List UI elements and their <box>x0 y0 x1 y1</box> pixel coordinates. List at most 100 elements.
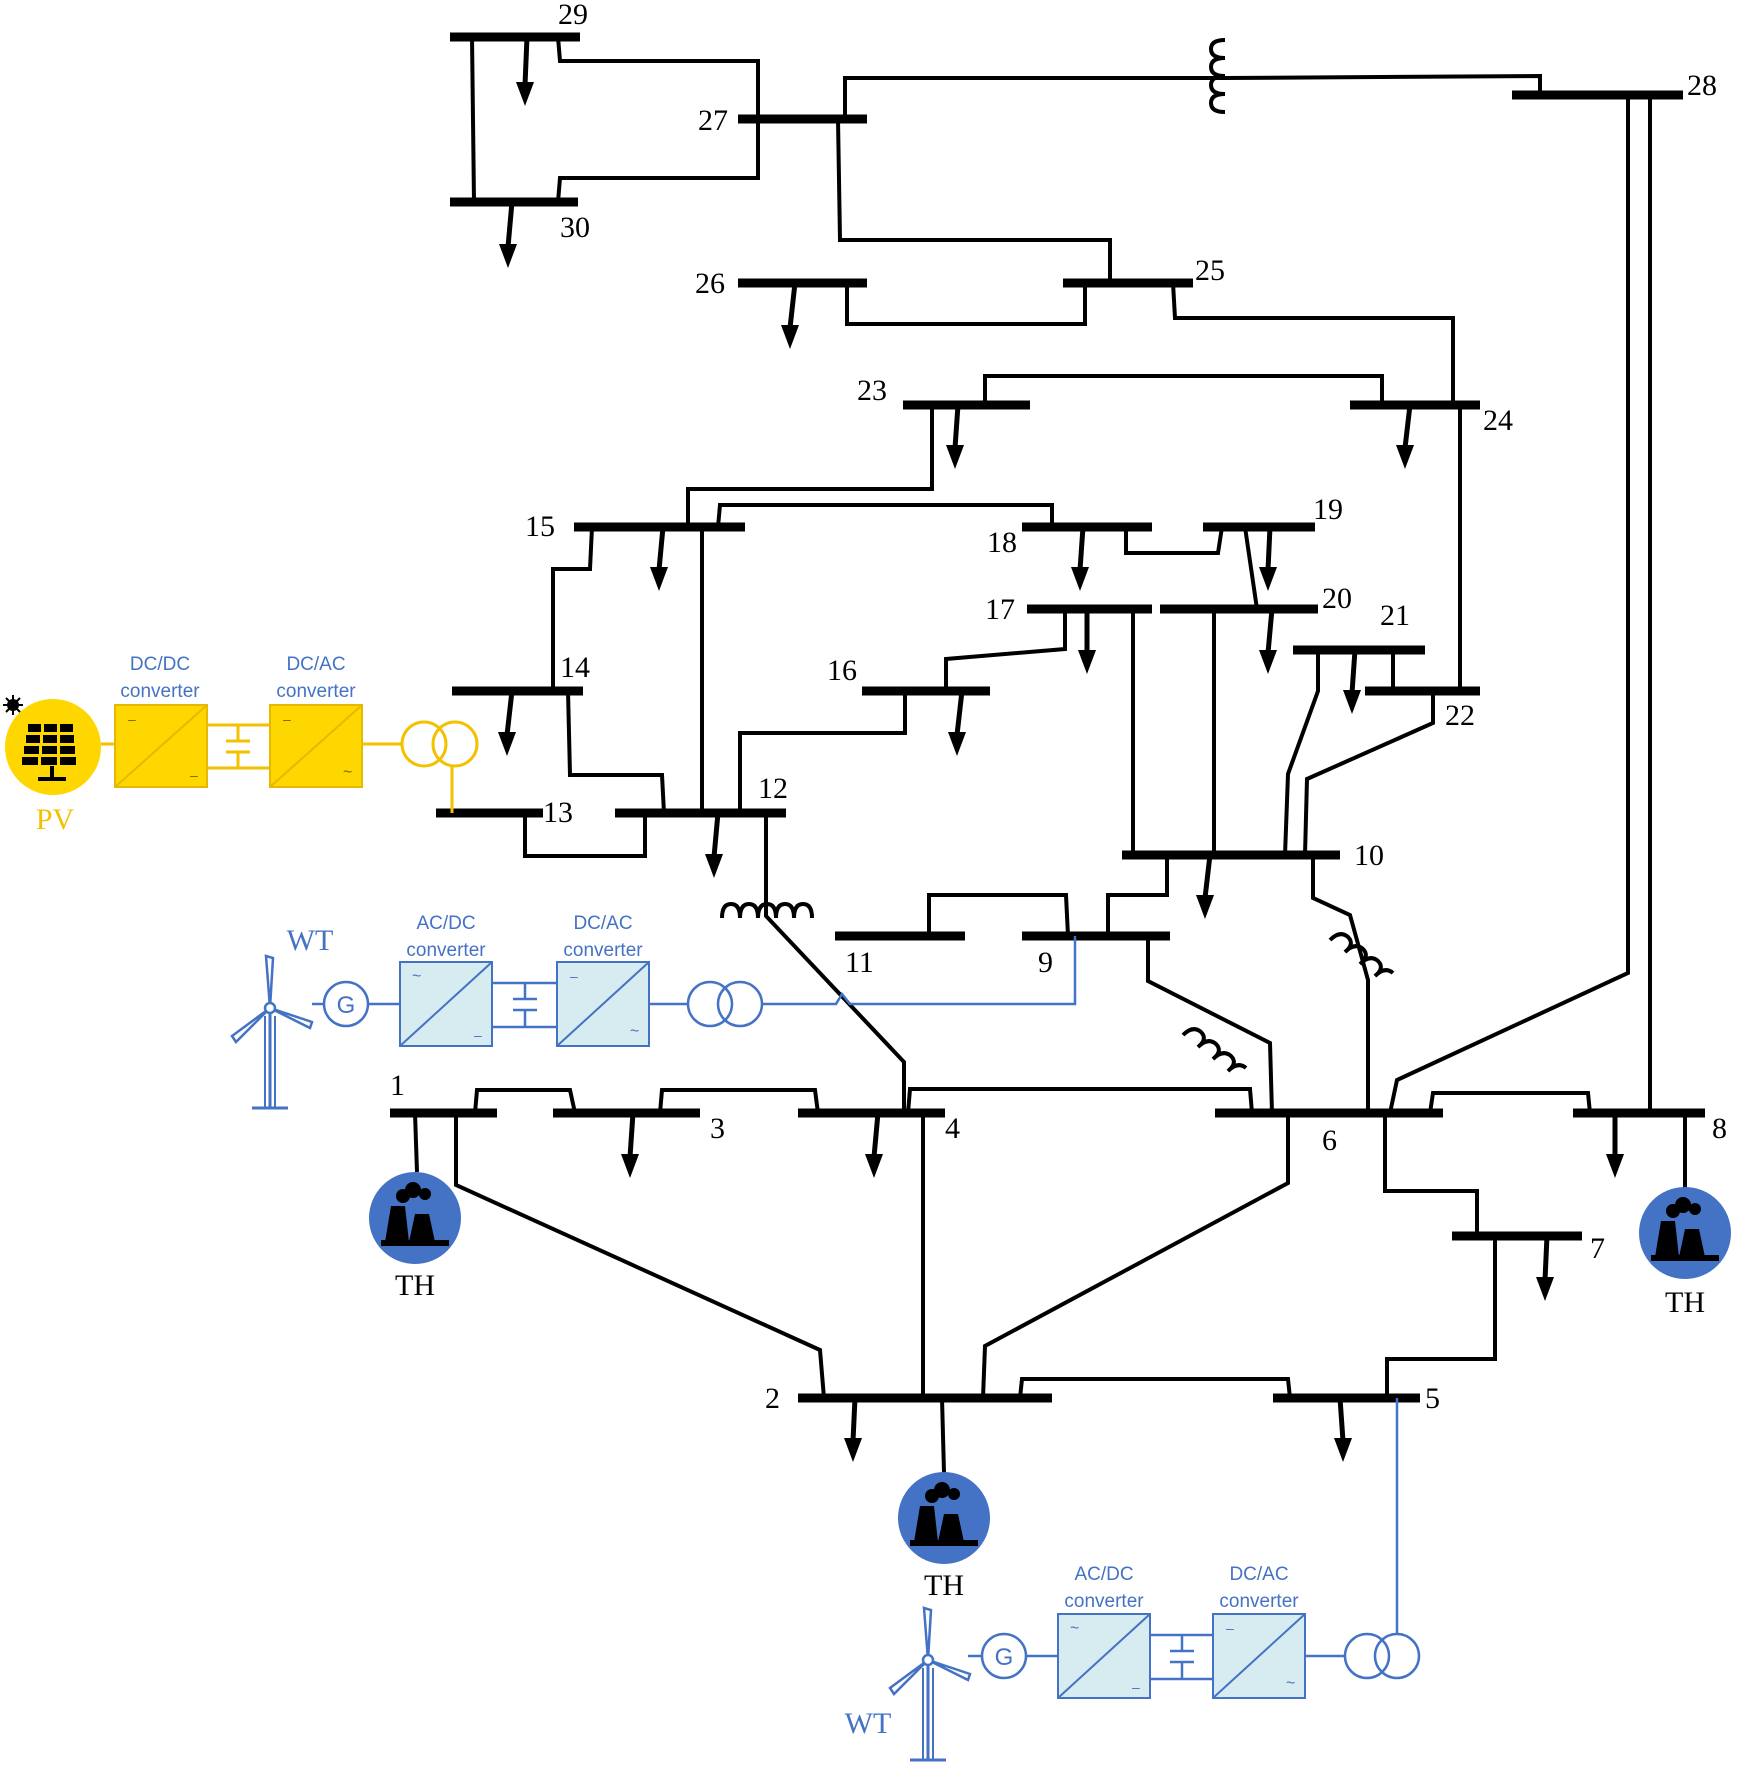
bus-label: 1 <box>390 1069 405 1102</box>
svg-text:~: ~ <box>1070 1620 1079 1637</box>
bus-label: 23 <box>857 374 887 407</box>
line-27-25[interactable] <box>836 118 1112 283</box>
line-6-8[interactable] <box>1428 1091 1592 1114</box>
line-19-20[interactable] <box>1243 526 1259 610</box>
line-15-14[interactable] <box>551 526 594 691</box>
line-3-4[interactable] <box>658 1088 820 1114</box>
converter-label: converter <box>406 940 486 961</box>
load-arrow-icon <box>946 404 964 469</box>
line-29-27[interactable] <box>556 36 760 119</box>
transmission-lines <box>454 36 1652 1399</box>
transformer-icon[interactable] <box>720 901 814 919</box>
dcac-converter-box[interactable]: – ~ <box>269 704 363 788</box>
line-14-12[interactable] <box>566 690 666 814</box>
line-25-26[interactable] <box>845 283 1087 326</box>
line-2-5[interactable] <box>1018 1377 1292 1399</box>
load-arrow-icon <box>499 201 517 268</box>
line-16-17[interactable] <box>944 609 1067 691</box>
line-7-5[interactable] <box>1385 1236 1497 1398</box>
load-arrow-icon <box>650 526 668 591</box>
bus-label: 10 <box>1354 839 1384 872</box>
wind-turbine-icon[interactable] <box>230 954 314 1110</box>
transformer-icon[interactable] <box>1343 1632 1421 1680</box>
svg-text:–: – <box>1226 1620 1234 1636</box>
line-4-6[interactable] <box>906 1087 1254 1114</box>
bus-label: 6 <box>1322 1124 1337 1157</box>
line-6-28[interactable] <box>1388 95 1630 1114</box>
load-arrow-icon <box>1536 1235 1554 1301</box>
line-23-24[interactable] <box>983 374 1384 405</box>
line-23-15[interactable] <box>686 405 934 527</box>
line-1-2[interactable] <box>454 1113 826 1399</box>
line-25-24[interactable] <box>1171 282 1455 405</box>
power-plant-icon[interactable] <box>898 1472 990 1564</box>
svg-text:~: ~ <box>1286 1675 1295 1692</box>
bus-label: 24 <box>1483 404 1513 437</box>
converter-label: converter <box>120 681 200 702</box>
transformer-icon[interactable] <box>400 720 479 768</box>
dcac-converter-box[interactable]: – ~ <box>1212 1613 1306 1699</box>
power-plant-icon[interactable] <box>1639 1187 1731 1279</box>
sun-icon <box>3 695 23 715</box>
line-9-10[interactable] <box>1106 855 1169 936</box>
transformer-icon[interactable] <box>686 980 764 1028</box>
line-18-19[interactable] <box>1124 526 1224 555</box>
line-27-28b[interactable] <box>1224 73 1542 95</box>
line-27-28[interactable] <box>843 76 1225 119</box>
line-9-11[interactable] <box>927 893 1070 937</box>
converter-label: converter <box>1064 1591 1144 1612</box>
line-13-12[interactable] <box>523 813 647 858</box>
pv-label: PV <box>36 803 75 836</box>
transformer-icon[interactable] <box>1328 932 1395 978</box>
bus-label: 5 <box>1425 1382 1440 1415</box>
dcac-converter-box[interactable]: – ~ <box>556 961 650 1047</box>
acdc-converter-box[interactable]: ~ – <box>399 961 493 1047</box>
svg-text:–: – <box>283 711 291 727</box>
line-15-18[interactable] <box>716 503 1054 528</box>
svg-text:–: – <box>570 968 578 984</box>
load-arrow-icon <box>621 1112 639 1178</box>
load-arrow-icon <box>781 282 799 349</box>
svg-text:–: – <box>128 711 136 727</box>
line-21-10[interactable] <box>1283 650 1320 856</box>
transformer-icon[interactable] <box>1181 1027 1248 1073</box>
line-30-27[interactable] <box>556 119 760 203</box>
dcdc-converter-box[interactable]: – – <box>114 704 208 788</box>
bus-label: 30 <box>560 211 590 244</box>
bus-label: 20 <box>1322 582 1352 615</box>
load-arrow-icon <box>1396 404 1414 469</box>
bus-label: 8 <box>1712 1112 1727 1145</box>
svg-text:~: ~ <box>343 764 352 781</box>
power-plant-icon[interactable] <box>369 1172 461 1264</box>
bus-label: 19 <box>1313 493 1343 526</box>
converter-label: converter <box>563 940 643 961</box>
bus-label: 16 <box>827 654 857 687</box>
wind-turbine-icon[interactable] <box>888 1606 972 1762</box>
bus-numbers: 1 2 3 4 5 6 7 8 9 10 11 12 13 14 15 16 1… <box>390 0 1727 1415</box>
line-12-4[interactable] <box>764 813 906 1113</box>
bus-label: 26 <box>695 267 725 300</box>
line-10-6[interactable] <box>1311 855 1370 1113</box>
load-arrow-icon <box>705 812 723 878</box>
line-6-7[interactable] <box>1383 1113 1479 1236</box>
line-9-6[interactable] <box>1146 936 1274 1114</box>
line-6-2[interactable] <box>981 1113 1290 1399</box>
bus-label: 22 <box>1445 699 1475 732</box>
svg-text:~: ~ <box>412 968 421 985</box>
line-1-3[interactable] <box>473 1088 577 1114</box>
thermal-label: TH <box>924 1569 964 1602</box>
line-16-12[interactable] <box>738 691 907 813</box>
load-arrow-icon <box>844 1397 862 1462</box>
converter-label: converter <box>276 681 356 702</box>
line-29-30[interactable] <box>470 36 476 203</box>
line-22-10[interactable] <box>1303 691 1435 856</box>
transformer-icon[interactable] <box>1208 38 1226 114</box>
dcdc-converter-label: DC/DC <box>130 654 190 675</box>
load-arrow-icon <box>1259 608 1277 674</box>
generator-icon[interactable]: G <box>322 980 370 1028</box>
acdc-converter-box[interactable]: ~ – <box>1057 1613 1151 1699</box>
solar-panel-icon[interactable] <box>5 699 101 795</box>
generator-icon[interactable]: G <box>980 1632 1028 1680</box>
bus-label: 7 <box>1590 1232 1605 1265</box>
